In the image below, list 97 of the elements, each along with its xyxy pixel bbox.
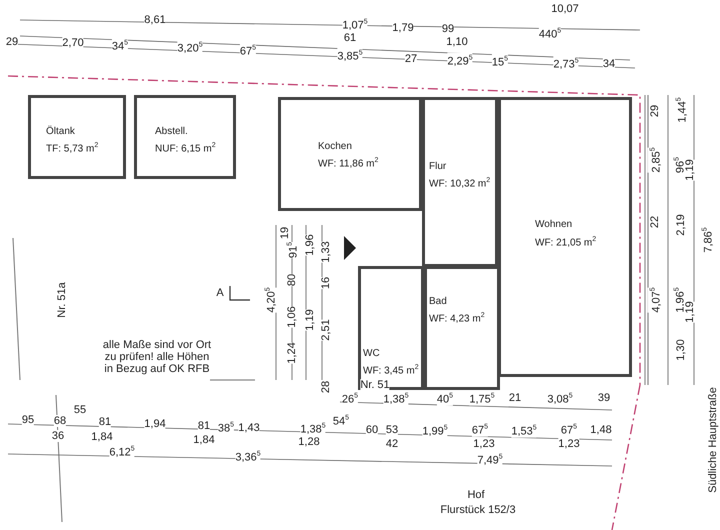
section-label: A bbox=[216, 287, 224, 299]
dimension-label: 1,96 bbox=[304, 234, 316, 256]
area-label: WF: 10,32 m$^{2}$ bbox=[429, 176, 490, 190]
dimension-label: 1,84 bbox=[193, 434, 215, 446]
dimension-label: 68 bbox=[54, 415, 66, 427]
room bbox=[358, 266, 424, 390]
dimension-label: 2,70 bbox=[62, 37, 84, 49]
dimension-label: 80 bbox=[286, 274, 298, 286]
dimension-label: 1,99$^{5}$ bbox=[422, 422, 448, 438]
dimension-label: 1,10 bbox=[446, 36, 468, 48]
dimension-label: 1,06 bbox=[286, 306, 298, 328]
dimension-label: 61 bbox=[344, 32, 356, 44]
area-label: WF: 3,45 m$^{2}$ bbox=[363, 363, 419, 378]
dimension-label: 67$^{5}$ bbox=[472, 422, 488, 436]
dimension-label: 19 bbox=[279, 226, 291, 240]
area-label: NUF: 6,15 m$^{2}$ bbox=[155, 141, 216, 156]
dimension-label: 2,73$^{5}$ bbox=[553, 56, 579, 70]
dimension-label: 1,19 bbox=[684, 301, 696, 323]
dimension-label: 1,75$^{5}$ bbox=[469, 390, 495, 406]
dimension-label: 7,49$^{5}$ bbox=[477, 452, 503, 466]
room-name: Öltank bbox=[46, 125, 75, 138]
note: alle Maße sind vor Ort zu prüfen! alle Höhen in Bezug auf OK RFB bbox=[102, 339, 212, 375]
room bbox=[28, 95, 126, 179]
dimension-label: 34 bbox=[602, 58, 616, 70]
dimension-label: 1,30 bbox=[675, 339, 687, 361]
dimension-label: 34$^{5}$ bbox=[112, 38, 128, 52]
dimension-label: 1,33 bbox=[320, 241, 332, 263]
dimension-label: 29 bbox=[6, 36, 18, 48]
dimension-label: 38$^{5}$ bbox=[218, 420, 234, 434]
room-name: Wohnen bbox=[535, 218, 572, 231]
area-label: WF: 11,86 m$^{2}$ bbox=[318, 156, 378, 170]
room-name: Bad bbox=[429, 295, 447, 308]
dimension-label: 95 bbox=[22, 414, 34, 426]
place-label: Hof bbox=[467, 489, 485, 501]
house-number: Nr. 51 bbox=[360, 379, 390, 391]
dimension-label: 60 bbox=[366, 424, 378, 436]
dimension-label: 1,84 bbox=[91, 431, 113, 443]
dimension-label: 1,38$^{5}$ bbox=[300, 420, 326, 436]
room-name: WC bbox=[363, 347, 380, 360]
dimension-label: 2,51 bbox=[320, 319, 332, 341]
room-name: Kochen bbox=[318, 140, 352, 153]
dimension-label: 40$^{5}$ bbox=[436, 390, 454, 406]
dimension-label: 16 bbox=[320, 276, 332, 290]
dimension-label: 1,07$^{5}$ bbox=[342, 16, 368, 32]
dimension-label: 29 bbox=[649, 104, 661, 118]
room-name: Flur bbox=[429, 160, 446, 173]
dimension-label: 54$^{5}$ bbox=[332, 412, 350, 428]
dimension-label: 3,36$^{5}$ bbox=[235, 448, 261, 464]
dimension-label: 53 bbox=[386, 424, 398, 436]
house-number: Nr. 51a bbox=[56, 282, 68, 318]
dimension-label: 39 bbox=[598, 392, 610, 404]
dimension-label: 1,48 bbox=[590, 424, 612, 436]
dimension-label: 26$^{5}$ bbox=[342, 390, 358, 406]
room-name: Abstell. bbox=[155, 125, 188, 138]
dimension-label: 15$^{5}$ bbox=[492, 54, 508, 68]
dimension-label: 22 bbox=[649, 216, 661, 228]
place-label: Flurstück 152/3 bbox=[440, 504, 516, 516]
dimension-label: 21 bbox=[508, 392, 522, 404]
dimension-label: 81 bbox=[98, 416, 112, 428]
dimension-label: 1,24 bbox=[286, 342, 298, 364]
dimension-label: 67$^{5}$ bbox=[240, 42, 256, 58]
area-label: WF: 4,23 m$^{2}$ bbox=[429, 311, 485, 326]
dimension-label: 55 bbox=[74, 404, 86, 416]
dimension-label: 1,43 bbox=[238, 422, 260, 434]
dimension-label: 27 bbox=[404, 53, 418, 65]
room bbox=[498, 97, 632, 377]
dimension-label: 2,19 bbox=[675, 214, 687, 236]
dimension-label: 8,61 bbox=[144, 14, 166, 26]
dimension-label: 42 bbox=[386, 438, 398, 450]
dimension-label: 1,19 bbox=[684, 159, 696, 181]
area-label: WF: 21,05 m$^{2}$ bbox=[535, 235, 596, 250]
room bbox=[134, 95, 236, 179]
dimension-label: 3,20$^{5}$ bbox=[177, 40, 203, 54]
dimension-label: 3,08$^{5}$ bbox=[547, 390, 573, 406]
dimension-label: 440$^{5}$ bbox=[538, 26, 562, 40]
dimension-label: 28 bbox=[320, 380, 332, 394]
dimension-label: 1,23 bbox=[473, 438, 495, 450]
dimension-label: 1,28 bbox=[298, 436, 320, 448]
room bbox=[278, 97, 422, 211]
dimension-label: 99 bbox=[442, 23, 454, 35]
room bbox=[422, 97, 498, 267]
dimension-label: 81 bbox=[198, 420, 210, 432]
dimension-label: 36 bbox=[52, 430, 64, 442]
dimension-label: 6,12$^{5}$ bbox=[109, 444, 135, 458]
dimension-label: 2,29$^{5}$ bbox=[447, 52, 473, 68]
room bbox=[424, 266, 500, 390]
dimension-label: 1,79 bbox=[392, 22, 414, 34]
area-label: TF: 5,73 m$^{2}$ bbox=[46, 141, 98, 156]
dimension-label: 67$^{5}$ bbox=[560, 422, 578, 436]
dimension-label: 1,94 bbox=[144, 418, 166, 430]
dimension-label: 1,23 bbox=[558, 438, 580, 450]
dimension-label: 1,19 bbox=[304, 309, 316, 331]
dimension-label: 10,07 bbox=[551, 3, 579, 15]
street-name: Südliche Hauptstraße bbox=[707, 387, 719, 493]
dimension-label: 1,38$^{5}$ bbox=[383, 390, 409, 406]
dimension-label: 3,85$^{5}$ bbox=[337, 48, 363, 62]
dimension-label: 1,53$^{5}$ bbox=[511, 422, 537, 438]
